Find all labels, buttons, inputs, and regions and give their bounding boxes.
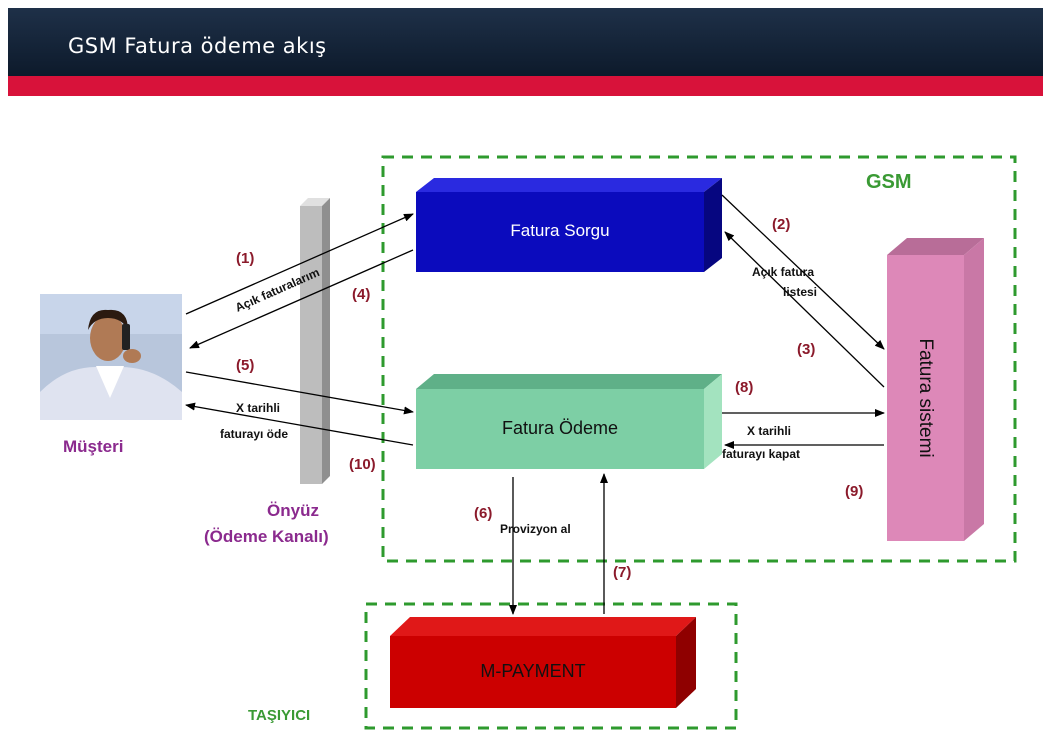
open-list-note-line1: Açık fatura (752, 265, 815, 279)
arrow-step-5 (185, 371, 414, 415)
arrow-step-2 (721, 194, 885, 350)
pay-note-line1: X tarihli (236, 401, 281, 415)
step-number-7: (7) (613, 564, 632, 581)
step-number-9: (9) (845, 483, 864, 500)
carrier-region-label: TAŞIYICI (248, 707, 311, 724)
open-list-note-line2: listesi (783, 285, 818, 299)
fatura-odeme-box[interactable] (416, 374, 722, 469)
provision-note: Provizyon al (500, 522, 571, 536)
frontend-pillar (300, 198, 330, 484)
close-note-line2: faturayı kapat (722, 447, 801, 461)
customer-photo (40, 294, 182, 420)
arrow-step-1 (185, 213, 414, 315)
step-number-1: (1) (236, 250, 255, 267)
fatura-odeme-label: Fatura Ödeme (501, 418, 619, 438)
step-number-4: (4) (352, 286, 371, 303)
customer-label: Müşteri (63, 437, 124, 456)
header-accent-bar (8, 76, 1043, 96)
step-number-10: (10) (349, 456, 376, 473)
header-band: GSM Fatura ödeme akış (8, 8, 1043, 76)
mpayment-box[interactable] (390, 617, 696, 708)
fatura-sistemi-label: Fatura sistemi (915, 338, 936, 458)
step-number-5: (5) (236, 357, 255, 374)
arrow-step-10 (185, 402, 414, 446)
frontend-sublabel: (Ödeme Kanalı) (204, 527, 329, 546)
frontend-label: Önyüz (267, 501, 319, 520)
step-number-3: (3) (797, 341, 816, 358)
arrow-step-3 (724, 231, 885, 388)
step-number-2: (2) (772, 216, 791, 233)
fatura-sistemi-box[interactable] (887, 238, 984, 541)
fatura-sorgu-box[interactable] (416, 178, 722, 272)
gsm-region-border (381, 155, 1017, 563)
gsm-region-label: GSM (866, 171, 912, 193)
close-note-line1: X tarihli (747, 424, 792, 438)
fatura-sorgu-label: Fatura Sorgu (510, 221, 610, 240)
arrow-step-4 (189, 249, 414, 349)
step-number-8: (8) (735, 379, 754, 396)
mpayment-label: M-PAYMENT (480, 661, 586, 681)
pay-note-line2: faturayı öde (220, 427, 289, 441)
page-title: GSM Fatura ödeme akış (68, 34, 327, 58)
step-number-6: (6) (474, 505, 493, 522)
